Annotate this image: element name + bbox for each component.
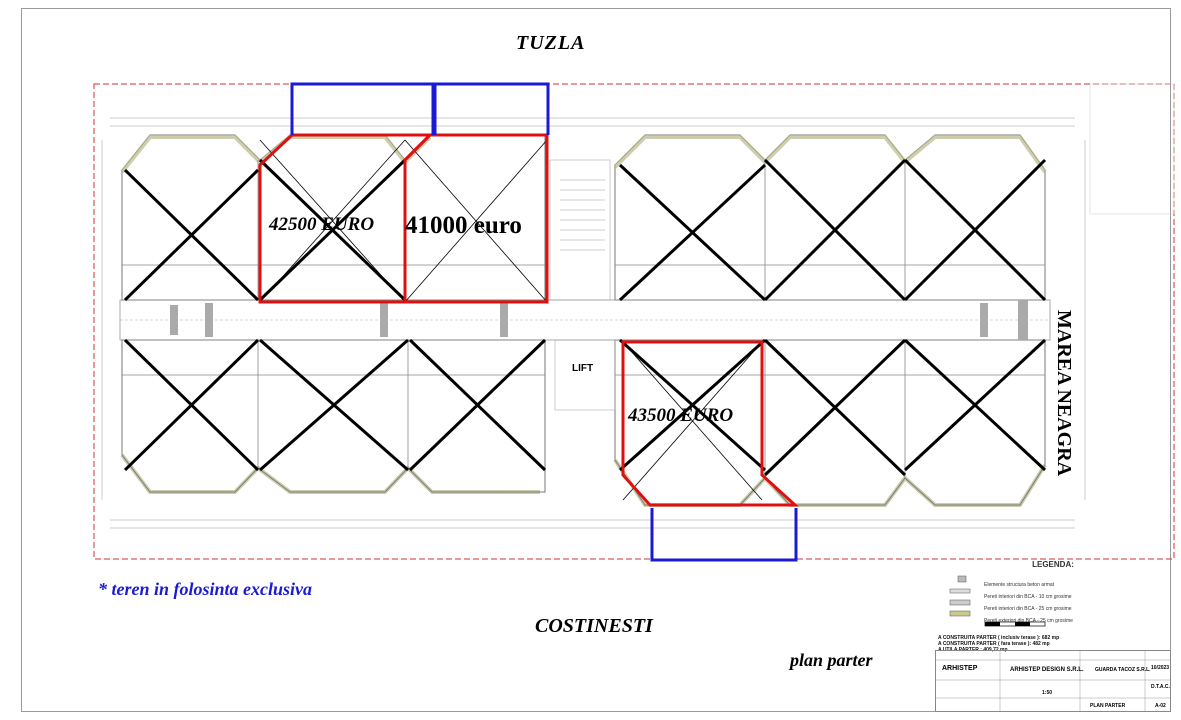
- firm-name: ARHISTEP DESIGN S.R.L.: [1010, 667, 1084, 673]
- available-units: [258, 133, 799, 507]
- project-date: 10/2023: [1151, 665, 1170, 671]
- price-unit-a: 42500 EURO: [269, 214, 375, 235]
- legend-item: Pereti interiori din BCA - 25 cm grosime: [956, 603, 1168, 615]
- legend-swatches: [949, 575, 1046, 627]
- legend-title: LEGENDA:: [1032, 560, 1074, 569]
- legend-item: Pereti interiori din BCA - 10 cm grosime: [956, 591, 1168, 603]
- area-line: A CONSTRUITA PARTER ( fara terase ): 482…: [938, 641, 1050, 647]
- thin-crosses: [259, 139, 763, 501]
- east-label: MAREA NEAGRA: [1053, 310, 1075, 477]
- legend-item: Pereti exteriori din BCA - 25 cm grosime: [956, 615, 1168, 627]
- drawing-frame: [21, 8, 1171, 712]
- legend-item-label: Pereti interiori din BCA - 25 cm grosime: [984, 606, 1072, 612]
- exclusive-land-note: * teren in folosinta exclusiva: [98, 579, 313, 599]
- sheet-title: PLAN PARTER: [1090, 703, 1126, 709]
- dimension-lines: [101, 117, 1086, 529]
- north-label: TUZLA: [516, 32, 586, 54]
- legend-item: Elemente structura beton armat: [956, 579, 1168, 591]
- price-unit-b: 41000 euro: [405, 212, 522, 239]
- drawing-scale: 1:50: [1042, 690, 1053, 696]
- client-name: GUARDA TACOZ S.R.L.: [1095, 667, 1151, 673]
- legend-item-label: Pereti interiori din BCA - 10 cm grosime: [984, 594, 1072, 600]
- sold-crosses: [123, 158, 1047, 477]
- plan-caption: plan parter: [790, 650, 873, 670]
- stair-core: [549, 159, 616, 411]
- hatch-area: [1089, 83, 1175, 215]
- firm-logo: ARHISTEP: [942, 665, 978, 672]
- lower-wing: [121, 339, 1046, 506]
- columns: [170, 300, 1028, 340]
- sheet-number: A-02: [1155, 703, 1166, 709]
- south-label: COSTINESTI: [535, 615, 653, 637]
- plot-boundary: [93, 83, 1175, 560]
- title-block: [935, 650, 1171, 712]
- lift-label: LIFT: [572, 363, 594, 374]
- price-unit-c: 43500 EURO: [628, 405, 734, 426]
- legend-item-label: Pereti exteriori din BCA - 25 cm grosime: [984, 618, 1073, 624]
- exclusive-land: [290, 82, 798, 562]
- project-phase: D.T.A.C.: [1151, 684, 1170, 690]
- legend-item-label: Elemente structura beton armat: [984, 582, 1055, 588]
- title-block-grid: [935, 650, 1171, 712]
- legend: LEGENDA: Elemente structura beton armat …: [938, 560, 1168, 627]
- area-line: A CONSTRUITA PARTER ( inclusiv terase ):…: [938, 635, 1060, 641]
